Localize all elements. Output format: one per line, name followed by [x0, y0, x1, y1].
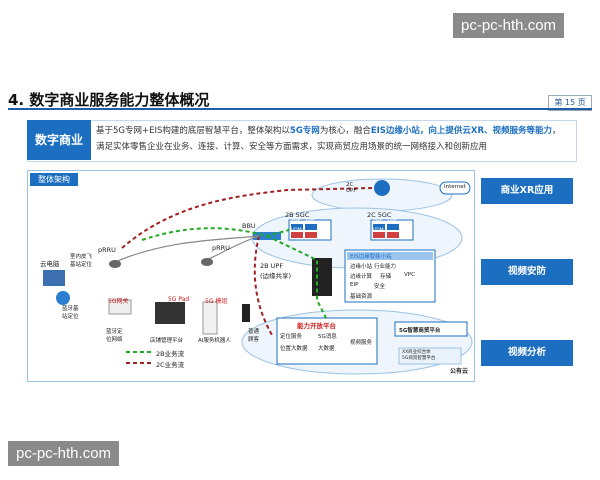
- eis-item-4: 存储: [380, 274, 392, 280]
- architecture-tag: 整体架构: [30, 173, 78, 186]
- platform-item-5: 视频服务: [350, 340, 373, 346]
- watermark-top: pc-pc-hth.com: [453, 13, 565, 38]
- label-indoor-base: 室内皮飞 基站定位: [70, 254, 93, 268]
- eis-item-8: 基础资源: [350, 294, 373, 300]
- upf-2c-icon: [374, 180, 390, 196]
- sgc-2c-item-1: SMF: [373, 220, 383, 225]
- eis-item-5: VPC: [404, 272, 415, 278]
- label-bt-net: 蓝牙定 位网络: [106, 329, 123, 343]
- sgc-2b-item-1: SMF: [291, 220, 301, 225]
- prru-left-icon: [109, 260, 121, 268]
- label-bbu: BBU: [242, 222, 256, 230]
- label-upf-2b: 2B UPF (边缘共享): [260, 262, 292, 280]
- label-cloud-monitor: 云电脑: [40, 260, 60, 268]
- capability-platform-box: [276, 317, 378, 365]
- label-bluetooth-base: 蓝牙基 站定位: [62, 306, 79, 320]
- label-prru-left: pRRU: [98, 246, 116, 254]
- page-number: 第 15 页: [548, 95, 592, 111]
- sgc-2b-item-3: UDM: [291, 228, 302, 233]
- upf-server-icon: [312, 258, 332, 296]
- people-icon: [56, 291, 70, 305]
- intro-text: 基于5G专网+EIS构建的底层智慧平台，整体架构以5G专网为核心，融合EIS边缘…: [96, 126, 561, 152]
- label-5g-pad: 5G Pad: [168, 296, 190, 303]
- eis-item-7: 安全: [374, 284, 386, 290]
- legend-b2-label: 2B业务流: [156, 350, 185, 358]
- label-ai-platform: 能力开放平台: [297, 322, 336, 330]
- prru-right-icon: [201, 258, 213, 266]
- smart-commerce-box: [394, 321, 468, 337]
- label-prru-right: pRRU: [212, 244, 230, 252]
- robot-icon: [202, 301, 218, 335]
- pad-icon: [155, 302, 185, 324]
- label-customer: 普通 顾客: [248, 329, 260, 343]
- side-button-video-security[interactable]: 视频安防: [481, 259, 573, 285]
- intro-box: [27, 120, 577, 162]
- intro-label: 数字商业: [27, 120, 91, 160]
- legend-c2-label: 2C业务流: [156, 361, 185, 369]
- label-smart-commerce: 5G智慧商贸平台: [399, 328, 441, 334]
- sgc-2c-item-3: UDM: [373, 228, 384, 233]
- eis-item-3: 边缘计算: [350, 274, 373, 280]
- watermark-bottom: pc-pc-hth.com: [8, 441, 120, 466]
- platform-item-2: 5G消息: [318, 334, 337, 340]
- label-5g-module: 5G 模组: [205, 298, 228, 305]
- eis-item-6: EIP: [350, 282, 359, 288]
- platform-item-4: 大数据: [318, 346, 335, 352]
- platform-item-1: 定位服务: [280, 334, 303, 340]
- eis-item-2: 行业能力: [374, 264, 397, 270]
- commerce-platform-box: [398, 347, 462, 365]
- b2-flow-line: [141, 227, 290, 241]
- c2-flow-line: [121, 187, 373, 249]
- label-eis-title: EIS边缘智能小站: [350, 254, 392, 260]
- platform-item-3: 位置大数据: [280, 346, 308, 352]
- label-2b-5gc: 2B 5GC: [285, 211, 310, 219]
- sgc-2c-item-2: AMF: [387, 220, 397, 225]
- eis-item-1: 边缘小站: [350, 264, 373, 270]
- label-2c-5gc: 2C 5GC: [367, 211, 392, 219]
- sgc-2b-item-2: AMF: [305, 220, 315, 225]
- label-commerce-platform: XX商业综合体 5G商贸智慧平台: [402, 350, 436, 361]
- label-upf-2c: 2C UPF: [346, 182, 357, 194]
- gateway-icon: [108, 299, 132, 315]
- label-store-mgmt: 店铺管理平台: [150, 338, 184, 344]
- label-public-cloud: 公有云: [450, 368, 469, 375]
- title-rule: [8, 108, 592, 110]
- side-button-xr[interactable]: 商业XR应用: [481, 178, 573, 204]
- label-ai-robot: AI服务机器人: [198, 338, 231, 344]
- phone-icon: [242, 304, 250, 322]
- monitor-icon: [43, 270, 65, 286]
- label-5g-gateway: 5G网关: [108, 298, 129, 305]
- side-button-video-analysis[interactable]: 视频分析: [481, 340, 573, 366]
- label-internet: Internet: [444, 184, 466, 190]
- page-title: 4. 数字商业服务能力整体概况: [8, 91, 210, 109]
- architecture-diagram: [43, 178, 473, 375]
- internet-icon: [439, 181, 471, 195]
